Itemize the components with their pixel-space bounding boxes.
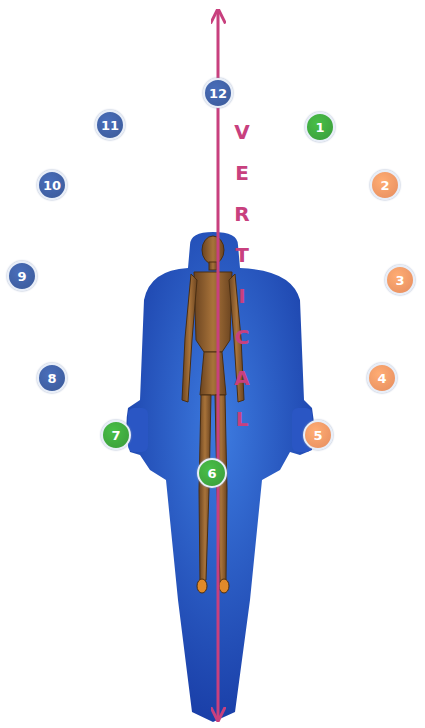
clock-position: 7 [101, 420, 131, 450]
clock-number: 9 [17, 270, 26, 283]
clock-position: 6 [197, 458, 227, 488]
vertical-axis [217, 10, 220, 720]
clock-number: 1 [315, 121, 324, 134]
clock-position: 5 [303, 420, 333, 450]
clock-position: 1 [305, 112, 335, 142]
chair-outline [126, 232, 314, 722]
clock-number: 4 [377, 372, 386, 385]
clock-position: 3 [385, 265, 415, 295]
patient-figure [182, 236, 244, 593]
clock-position: 8 [37, 363, 67, 393]
clock-number: 11 [101, 119, 119, 132]
clock-position: 10 [37, 170, 67, 200]
clock-position: 2 [370, 170, 400, 200]
clock-number: 3 [395, 274, 404, 287]
clock-number: 8 [47, 372, 56, 385]
clock-number: 10 [43, 179, 61, 192]
axis-label: VERTICAL [232, 112, 252, 440]
clock-position: 11 [95, 110, 125, 140]
clock-position: 9 [7, 261, 37, 291]
clock-position: 4 [367, 363, 397, 393]
clock-number: 5 [313, 429, 322, 442]
clock-number: 6 [207, 467, 216, 480]
left-armrest [128, 408, 148, 452]
clock-number: 12 [209, 87, 227, 100]
clock-position: 12 [203, 78, 233, 108]
dental-chair [126, 232, 314, 722]
clock-number: 2 [380, 179, 389, 192]
clock-number: 7 [111, 429, 120, 442]
